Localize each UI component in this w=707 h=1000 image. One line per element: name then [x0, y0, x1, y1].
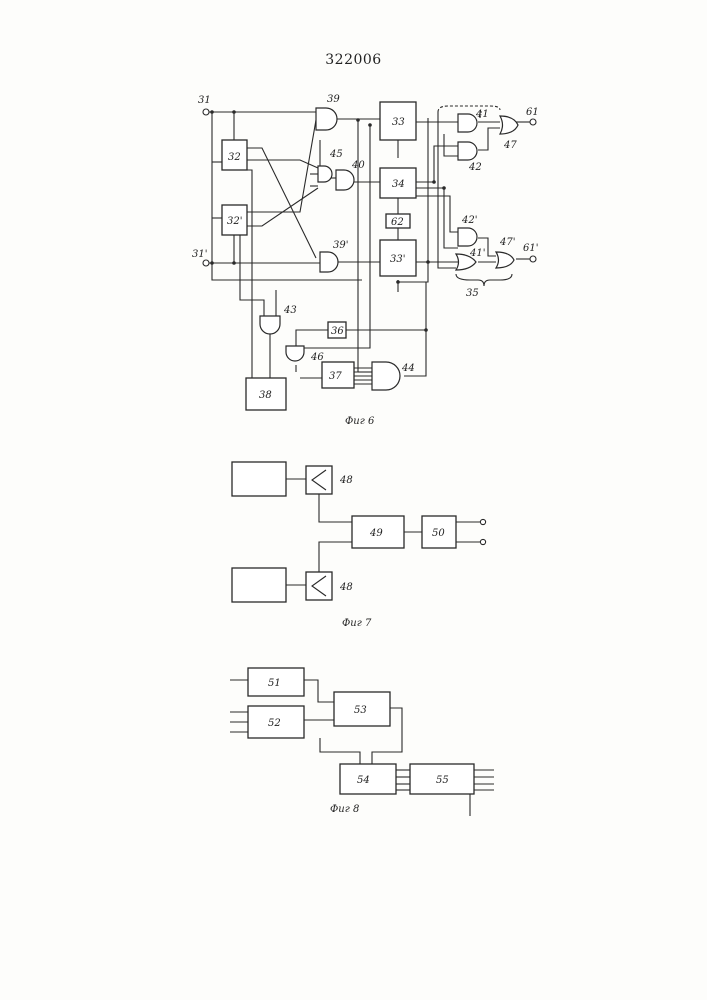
group-35-label: 35 — [466, 288, 479, 299]
terminal-61p — [530, 256, 536, 262]
figure-8: 51 52 53 54 55 Фиг 8 — [230, 668, 494, 816]
gate-47 — [500, 116, 518, 134]
block-32p-label: 32' — [227, 216, 242, 227]
gate-45-label: 45 — [329, 149, 343, 160]
fig7-source-top — [232, 462, 286, 496]
gate-40-label: 40 — [351, 160, 365, 171]
gate-43 — [260, 316, 280, 334]
block-55-label: 55 — [436, 775, 449, 786]
gate-45 — [318, 166, 332, 182]
block-38-label: 38 — [259, 390, 272, 401]
figure-8-caption: Фиг 8 — [330, 804, 359, 815]
gate-46 — [286, 346, 304, 361]
block-53-label: 53 — [354, 705, 367, 716]
block-33-label: 33 — [392, 117, 405, 128]
gate-39p-label: 39' — [333, 240, 348, 251]
gate-41-label: 41 — [475, 109, 489, 120]
terminal-61-label: 61 — [526, 107, 539, 118]
figure-6-caption: Фиг 6 — [345, 416, 375, 427]
block-32-label: 32 — [228, 152, 241, 163]
gate-40 — [336, 170, 354, 190]
gate-39 — [316, 108, 337, 130]
gate-42-label: 42 — [468, 162, 482, 173]
amplifier-48-top — [306, 466, 332, 494]
gate-47p-label: 47' — [499, 237, 515, 248]
gate-42p — [458, 228, 477, 246]
gate-39-label: 39 — [327, 94, 340, 105]
terminal-61p-label: 61' — [523, 243, 538, 254]
gate-47p — [496, 252, 514, 268]
figure-7: 48 48 49 50 Фиг 7 — [232, 462, 486, 629]
block-50-label: 50 — [432, 528, 445, 539]
gate-41p-label: 41' — [469, 248, 485, 259]
figure-7-caption: Фиг 7 — [342, 618, 372, 629]
terminal-31 — [203, 109, 209, 115]
gate-46-label: 46 — [310, 352, 324, 363]
gate-44-label: 44 — [401, 363, 415, 374]
block-54-label: 54 — [357, 775, 370, 786]
gate-43-label: 43 — [283, 305, 297, 316]
block-34-label: 34 — [392, 179, 405, 190]
gate-39p — [320, 252, 338, 272]
block-49-label: 49 — [369, 528, 383, 539]
terminal-31p-label: 31' — [192, 249, 207, 260]
block-37-label: 37 — [329, 371, 342, 382]
block-36-label: 36 — [331, 326, 344, 337]
gate-47-label: 47 — [503, 140, 517, 151]
terminal-31p — [203, 260, 209, 266]
gate-42 — [458, 142, 477, 160]
amplifier-48-bottom — [306, 572, 332, 600]
block-52-label: 52 — [268, 718, 281, 729]
block-62-label: 62 — [391, 217, 404, 228]
amplifier-48-top-label: 48 — [339, 475, 353, 486]
terminal-31-label: 31 — [198, 95, 211, 106]
block-51-label: 51 — [268, 678, 281, 689]
gate-41 — [458, 114, 477, 132]
terminal-61 — [530, 119, 536, 125]
gate-44 — [372, 362, 400, 390]
figure-6: 32 32' 33 34 62 33' 36 37 38 39 45 40 — [192, 94, 539, 427]
amplifier-48-bottom-label: 48 — [339, 582, 353, 593]
fig7-source-bottom — [232, 568, 286, 602]
block-33p-label: 33' — [390, 254, 405, 265]
gate-42p-label: 42' — [461, 215, 477, 226]
